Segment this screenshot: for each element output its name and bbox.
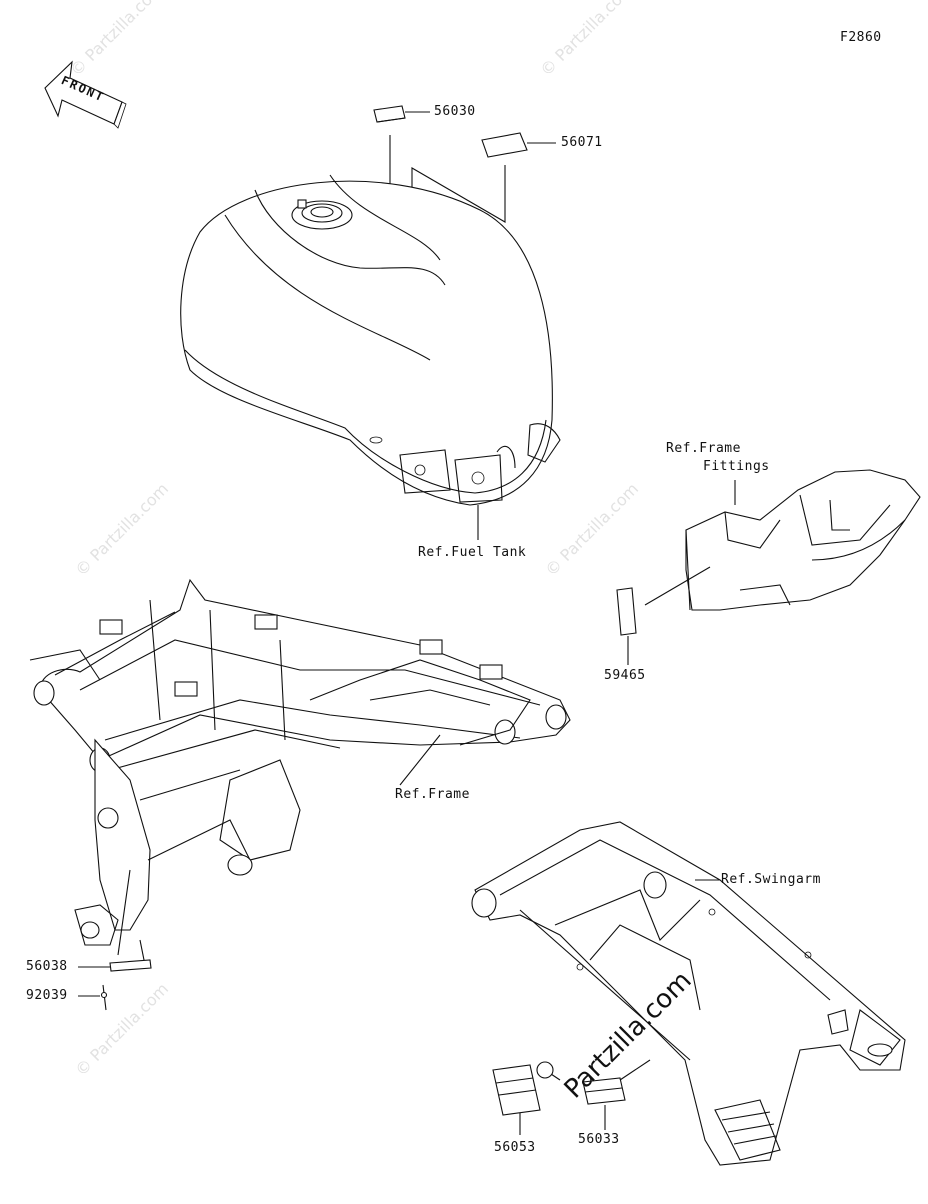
fuel-tank bbox=[180, 174, 561, 540]
callout-59465[interactable]: 59465 bbox=[604, 668, 646, 683]
callout-ref-swingarm[interactable]: Ref.Swingarm bbox=[721, 872, 821, 887]
frame-fittings bbox=[685, 469, 921, 611]
main-frame bbox=[29, 578, 571, 966]
callout-56030[interactable]: 56030 bbox=[434, 104, 476, 119]
callout-56071[interactable]: 56071 bbox=[561, 135, 603, 150]
callout-56033[interactable]: 56033 bbox=[578, 1132, 620, 1147]
callout-56038[interactable]: 56038 bbox=[26, 959, 68, 974]
callout-56053[interactable]: 56053 bbox=[494, 1140, 536, 1155]
decal-56038 bbox=[78, 959, 152, 972]
callout-ref-frame-fittings-line1[interactable]: Ref.Frame bbox=[666, 441, 741, 456]
decal-56033 bbox=[582, 1059, 651, 1130]
rivet-92039 bbox=[78, 984, 108, 1011]
callout-ref-frame-fittings-line2[interactable]: Fittings bbox=[703, 459, 770, 474]
figure-code: F2860 bbox=[840, 30, 882, 45]
decal-59465 bbox=[616, 566, 711, 665]
callout-ref-frame[interactable]: Ref.Frame bbox=[395, 787, 470, 802]
swingarm bbox=[471, 821, 906, 1166]
callout-ref-fuel-tank[interactable]: Ref.Fuel Tank bbox=[418, 545, 527, 560]
watermark-logo-icon bbox=[536, 1061, 554, 1079]
front-arrow-icon bbox=[44, 60, 127, 129]
callout-92039[interactable]: 92039 bbox=[26, 988, 68, 1003]
